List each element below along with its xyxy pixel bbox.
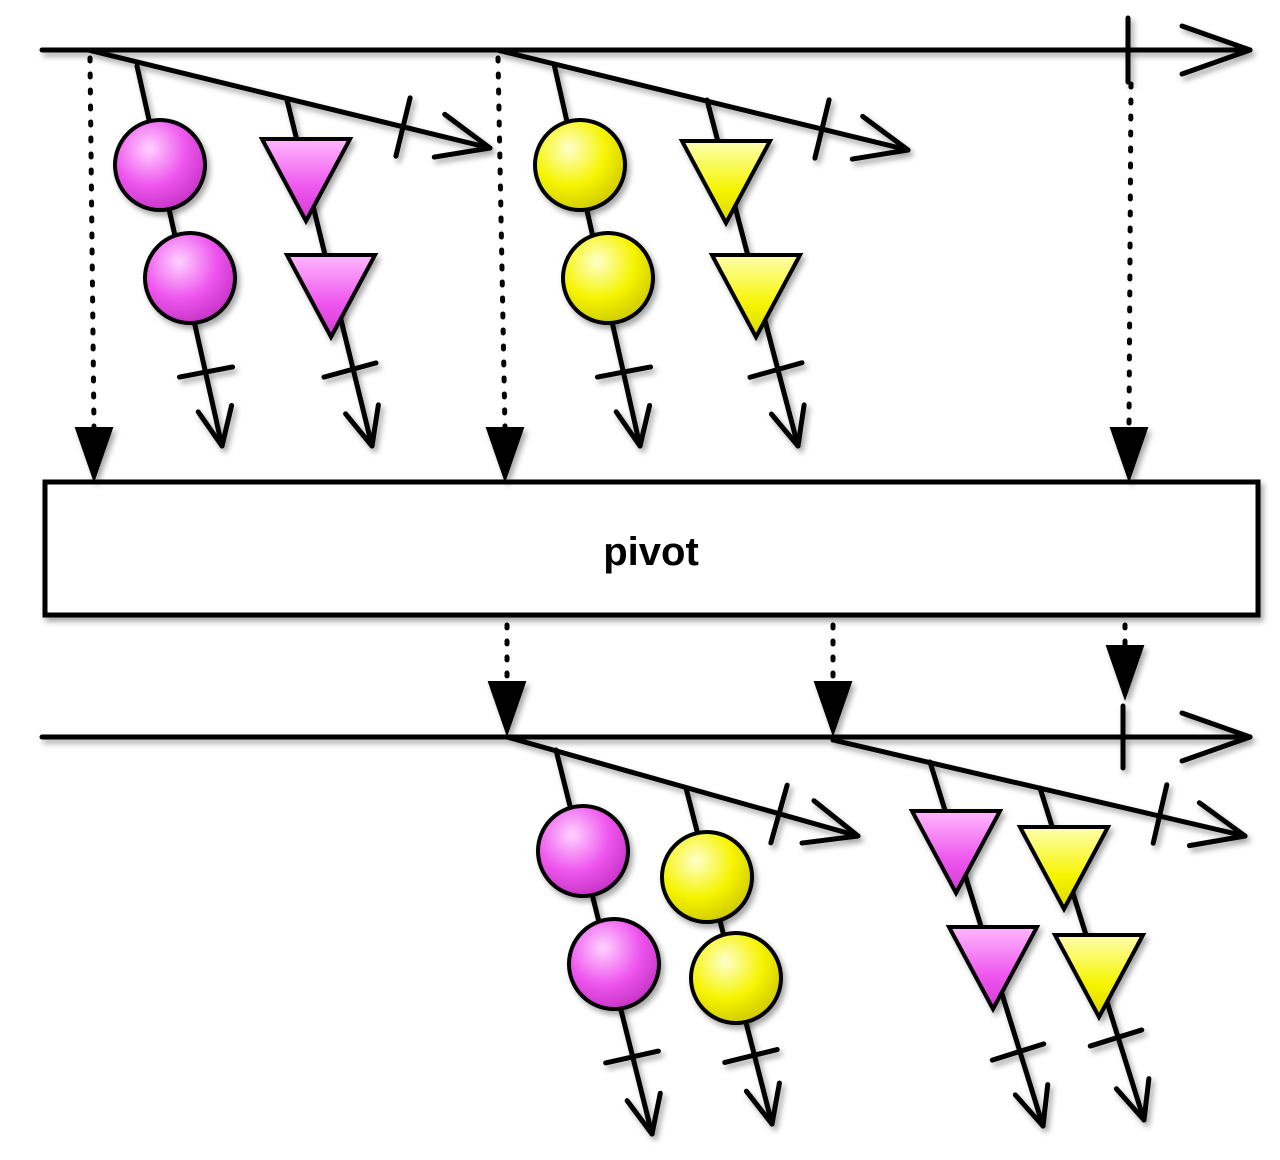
output-inner-1-yellow-circles-marble-2: [689, 931, 783, 1025]
output-inner-1-yellow-circles-complete-tick: [722, 1047, 780, 1065]
output-inner-1-yellow-circles-marble-1: [660, 830, 754, 924]
output-inner-2-arrowhead-icon: [1186, 800, 1248, 849]
input-link-1: [87, 55, 97, 431]
input-inner-1-complete-tick: [393, 95, 413, 159]
input-outer-stream-arrowhead-icon: [1179, 23, 1253, 77]
input-inner-2-circles-complete-tick: [594, 364, 654, 380]
input-inner-1-circles-complete-tick: [176, 364, 236, 380]
operator-box: [42, 479, 1261, 618]
output-inner-1-magenta-circles-marble-2: [567, 917, 661, 1011]
output-inner-2-magenta-triangles-marble-2: [945, 925, 1041, 1014]
output-link-1-arrowhead-icon: [487, 681, 527, 738]
output-inner-2-magenta-triangles-arrowhead-icon: [1012, 1082, 1051, 1129]
input-inner-1-triangles-marble-2: [283, 253, 379, 342]
output-link-2-arrowhead-icon: [813, 681, 853, 738]
output-inner-2-magenta-triangles-marble-1: [908, 809, 1004, 898]
output-inner-1-yellow-circles-arrowhead-icon: [743, 1080, 782, 1127]
input-link-3-arrowhead-icon: [1109, 427, 1149, 484]
input-inner-2-line: [494, 47, 911, 153]
input-inner-2-arrowhead-icon: [849, 113, 911, 162]
input-inner-1-circles-marble-2: [143, 231, 237, 325]
output-inner-2-yellow-triangles-marble-1: [1016, 825, 1112, 914]
input-inner-1-arrowhead-icon: [431, 111, 493, 160]
input-inner-2-triangles-marble-1: [678, 139, 774, 228]
input-inner-2-triangles-marble-2: [708, 253, 804, 342]
input-link-1-arrowhead-icon: [74, 427, 114, 484]
output-link-3-arrowhead-icon: [1105, 645, 1145, 702]
input-inner-1-triangles-marble-1: [258, 137, 354, 226]
output-inner-1-arrowhead-icon: [799, 798, 861, 846]
input-link-2: [495, 55, 508, 431]
output-inner-2-yellow-triangles-marble-2: [1051, 933, 1147, 1022]
output-inner-1-magenta-circles-arrowhead-icon: [624, 1090, 663, 1137]
input-inner-2-complete-tick: [812, 97, 832, 161]
output-inner-1-magenta-circles-complete-tick: [603, 1048, 661, 1066]
output-inner-2-yellow-triangles-complete-tick: [1087, 1027, 1145, 1049]
input-inner-2-circles-marble-2: [561, 231, 655, 325]
input-inner-2-triangles-complete-tick: [747, 360, 805, 380]
output-inner-1-complete-tick: [768, 782, 790, 846]
input-link-2-arrowhead-icon: [485, 427, 525, 484]
output-inner-1-line: [504, 734, 861, 839]
input-inner-1-triangles-arrowhead-icon: [343, 402, 381, 449]
input-inner-1-circles-marble-1: [113, 118, 207, 212]
input-link-3: [1126, 81, 1134, 431]
output-inner-2-magenta-triangles-complete-tick: [989, 1041, 1047, 1063]
input-inner-2-triangles-arrowhead-icon: [768, 402, 807, 449]
operator-label: pivot: [603, 530, 699, 574]
output-inner-1-magenta-circles-marble-1: [536, 804, 630, 898]
input-inner-1-triangles-complete-tick: [321, 360, 379, 380]
input-inner-2-circles-marble-1: [533, 118, 627, 212]
output-outer-stream-arrowhead-icon: [1179, 710, 1253, 764]
input-inner-2-circles-arrowhead-icon: [613, 402, 653, 449]
output-inner-2-complete-tick: [1150, 782, 1170, 846]
input-inner-1-circles-arrowhead-icon: [195, 402, 235, 449]
output-inner-2-yellow-triangles-arrowhead-icon: [1113, 1076, 1152, 1123]
